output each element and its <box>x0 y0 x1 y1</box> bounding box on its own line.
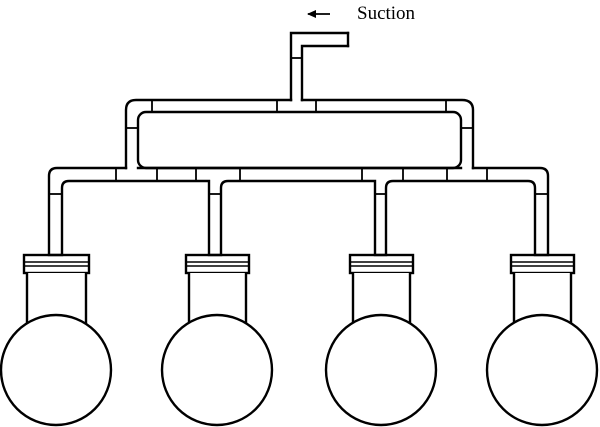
flask-1-bulb <box>0 313 113 427</box>
flask-2-bulb <box>160 313 274 427</box>
flask-4 <box>485 253 599 427</box>
upper-header-pipe <box>124 98 475 170</box>
suction-indicator: Suction <box>307 3 416 24</box>
flask-1-stopper <box>22 253 91 275</box>
flask-4-bulb <box>485 313 599 427</box>
flask-3 <box>324 253 438 427</box>
flask-3-stopper <box>348 253 415 275</box>
flask-4-stopper <box>509 253 576 275</box>
flask-3-bulb <box>324 313 438 427</box>
lower-header-pipe <box>47 166 550 257</box>
suction-arrow-head-icon <box>307 10 316 18</box>
manifold-inner-block <box>136 110 463 170</box>
flask-2 <box>160 253 274 427</box>
flask-2-stopper <box>184 253 251 275</box>
flask-1 <box>0 253 113 427</box>
suction-outlet-pipe <box>289 31 350 102</box>
suction-label: Suction <box>357 3 416 24</box>
